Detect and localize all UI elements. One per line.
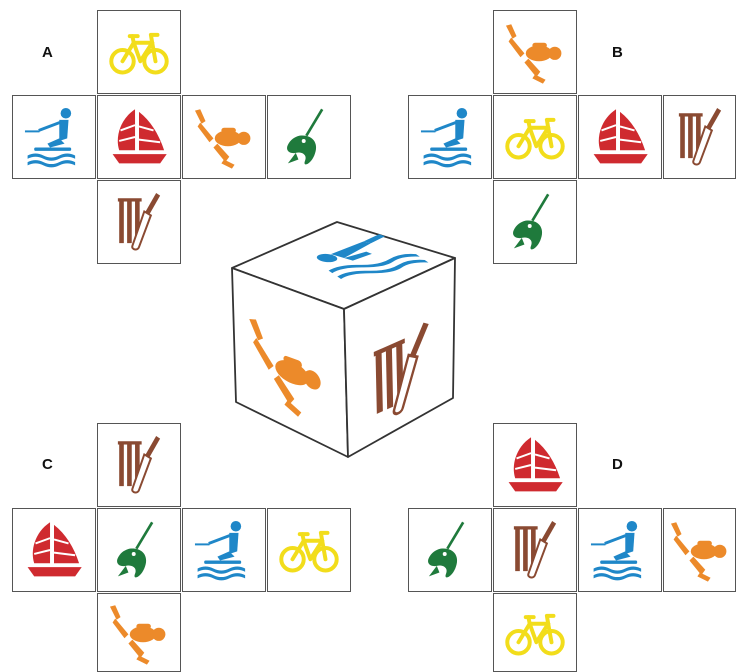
reference-cube (0, 0, 736, 672)
